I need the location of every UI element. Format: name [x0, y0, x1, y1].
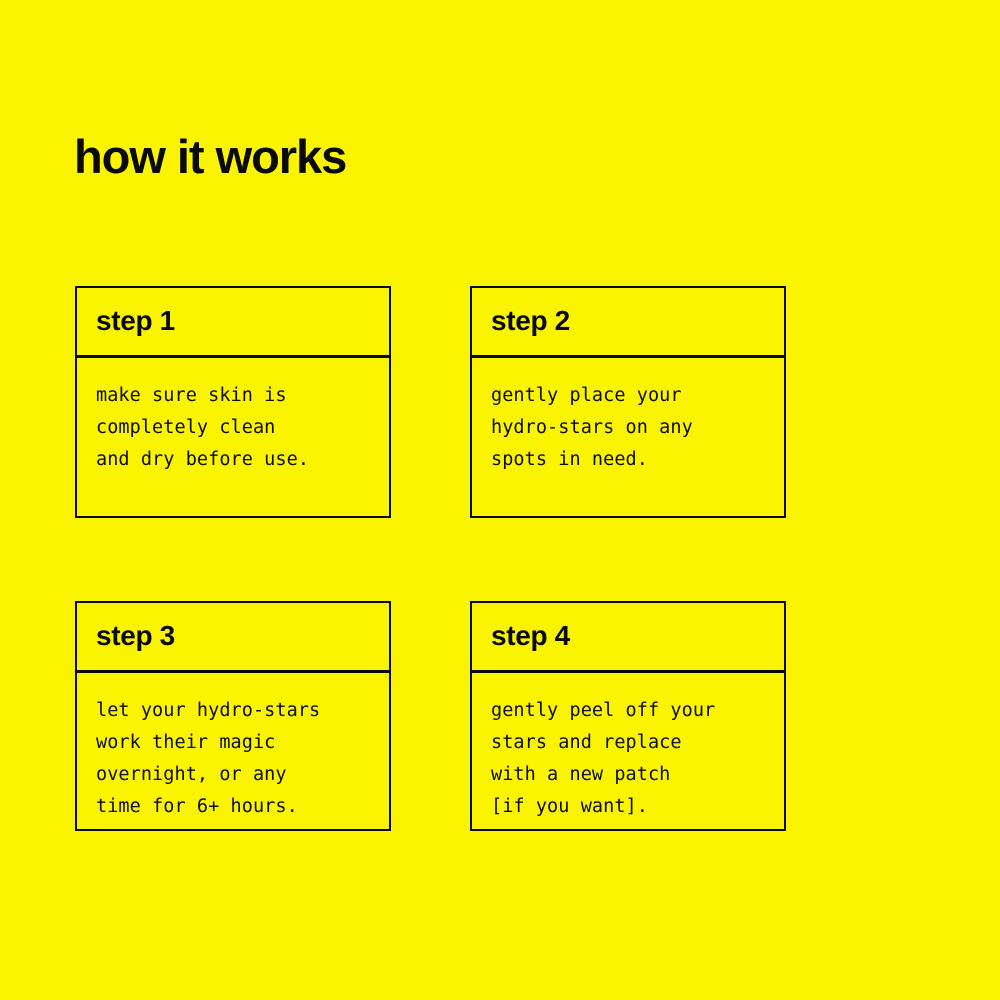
step-card-4-header: step 4 [472, 603, 784, 673]
step-card-3-title: step 3 [96, 620, 175, 651]
step-card-1-body: make sure skin is completely clean and d… [77, 358, 389, 476]
step-card-3-body: let your hydro-stars work their magic ov… [77, 673, 389, 823]
step-card-2-body: gently place your hydro-stars on any spo… [472, 358, 784, 476]
step-card-4-text: gently peel off your stars and replace w… [491, 700, 716, 817]
step-card-2-header: step 2 [472, 288, 784, 358]
step-card-1-text: make sure skin is completely clean and d… [96, 385, 310, 470]
step-card-3-text: let your hydro-stars work their magic ov… [96, 700, 321, 817]
page-title: how it works [74, 130, 347, 184]
step-card-4-body: gently peel off your stars and replace w… [472, 673, 784, 823]
step-card-2: step 2 gently place your hydro-stars on … [470, 286, 786, 518]
step-card-4-title: step 4 [491, 620, 570, 651]
step-card-3: step 3 let your hydro-stars work their m… [75, 601, 391, 831]
step-card-4: step 4 gently peel off your stars and re… [470, 601, 786, 831]
step-card-3-header: step 3 [77, 603, 389, 673]
step-card-1-header: step 1 [77, 288, 389, 358]
step-card-1-title: step 1 [96, 305, 175, 336]
step-card-2-text: gently place your hydro-stars on any spo… [491, 385, 693, 470]
step-card-1: step 1 make sure skin is completely clea… [75, 286, 391, 518]
steps-grid: step 1 make sure skin is completely clea… [75, 286, 786, 831]
step-card-2-title: step 2 [491, 305, 570, 336]
